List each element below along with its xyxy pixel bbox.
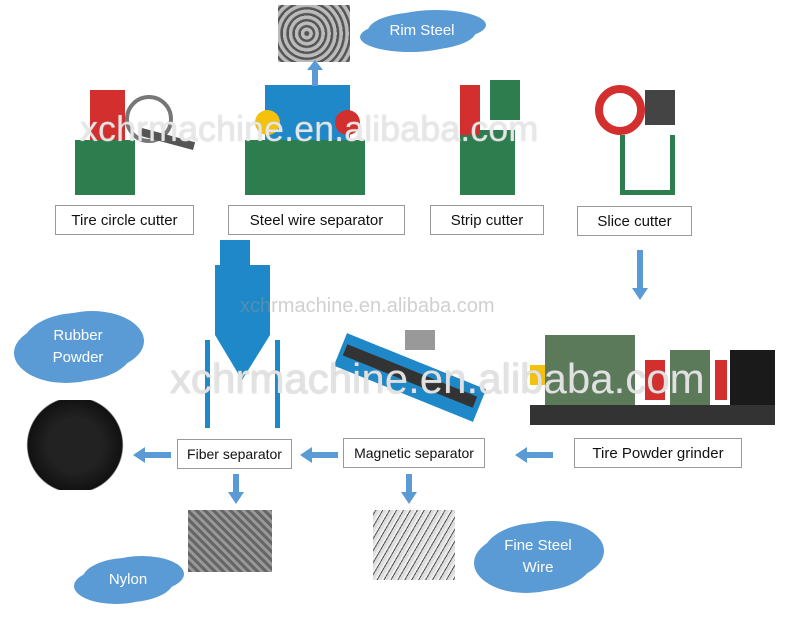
nylon-text: Nylon	[108, 571, 148, 588]
strip-cutter-machine	[450, 80, 525, 200]
tire-circle-cutter-machine	[65, 85, 200, 200]
steel-wire-separator-machine	[240, 80, 370, 200]
cloud-nylon: Nylon	[82, 558, 174, 602]
rim-steel-photo	[278, 5, 350, 62]
powder-text: Powder	[52, 349, 104, 366]
magnetic-separator-machine	[325, 325, 490, 430]
label-slice-cutter: Slice cutter	[577, 206, 692, 236]
arrow-down-icon	[401, 474, 417, 504]
wire-text: Wire	[522, 559, 554, 576]
arrow-left-icon	[133, 447, 171, 463]
nylon-photo	[188, 510, 272, 572]
fine-steel-wire-photo	[373, 510, 455, 580]
cloud-rim-steel: Rim Steel	[368, 12, 476, 50]
fiber-separator-machine	[190, 240, 290, 430]
rubber-text: Rubber	[53, 327, 103, 344]
label-fiber-separator: Fiber separator	[177, 439, 292, 469]
arrow-left-icon	[300, 447, 338, 463]
rim-steel-text: Rim Steel	[389, 22, 455, 39]
watermark: xchrmachine.en.alibaba.com	[170, 355, 705, 402]
arrow-up-icon	[307, 60, 323, 86]
label-tire-circle-cutter: Tire circle cutter	[55, 205, 194, 235]
label-magnetic-separator: Magnetic separator	[343, 438, 485, 468]
fine-steel-text: Fine Steel	[504, 537, 572, 554]
watermark: xchrmachine.en.alibaba.com	[80, 108, 539, 149]
label-steel-wire-separator: Steel wire separator	[228, 205, 405, 235]
arrow-left-icon	[515, 447, 553, 463]
arrow-down-icon	[228, 474, 244, 504]
slice-cutter-machine	[590, 80, 685, 200]
watermark: xchrmachine.en.alibaba.com	[240, 295, 495, 317]
label-tire-powder-grinder: Tire Powder grinder	[574, 438, 742, 468]
arrow-down-icon	[632, 250, 648, 300]
label-strip-cutter: Strip cutter	[430, 205, 544, 235]
tire-powder-grinder-machine	[525, 320, 780, 430]
rubber-powder-photo	[25, 400, 125, 490]
